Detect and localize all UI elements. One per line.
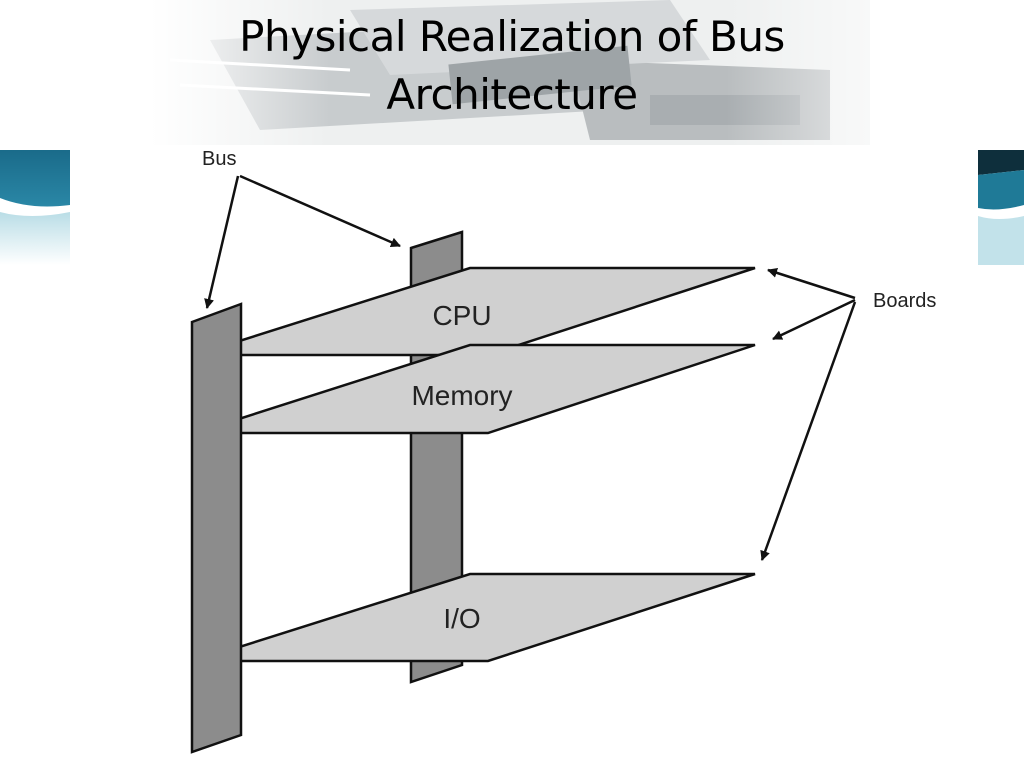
board-io: [194, 572, 756, 663]
board-label-memory: Memory: [411, 380, 512, 411]
board-label-cpu: CPU: [432, 300, 491, 331]
boards-arrow-cpu: [767, 267, 856, 300]
left-teal-decoration: [0, 150, 70, 265]
board-label-io: I/O: [443, 603, 480, 634]
bus-arrow-front: [204, 175, 240, 309]
right-teal-decoration: [978, 150, 1024, 265]
board-memory: [194, 343, 756, 435]
board-cpu: [194, 266, 756, 357]
title-line-1: Physical Realization of Bus: [239, 12, 785, 61]
bus-arrow-back: [239, 174, 401, 248]
title-line-2: Architecture: [386, 70, 638, 119]
bus-column-front: [190, 302, 243, 754]
header-chip-photo: [150, 0, 870, 145]
boards-arrow-io: [760, 301, 857, 561]
boards-arrow-memory: [772, 298, 856, 341]
boards-label: Boards: [873, 290, 936, 312]
bus-label: Bus: [202, 148, 236, 170]
slide-title: Physical Realization of Bus Architecture: [0, 8, 1024, 124]
